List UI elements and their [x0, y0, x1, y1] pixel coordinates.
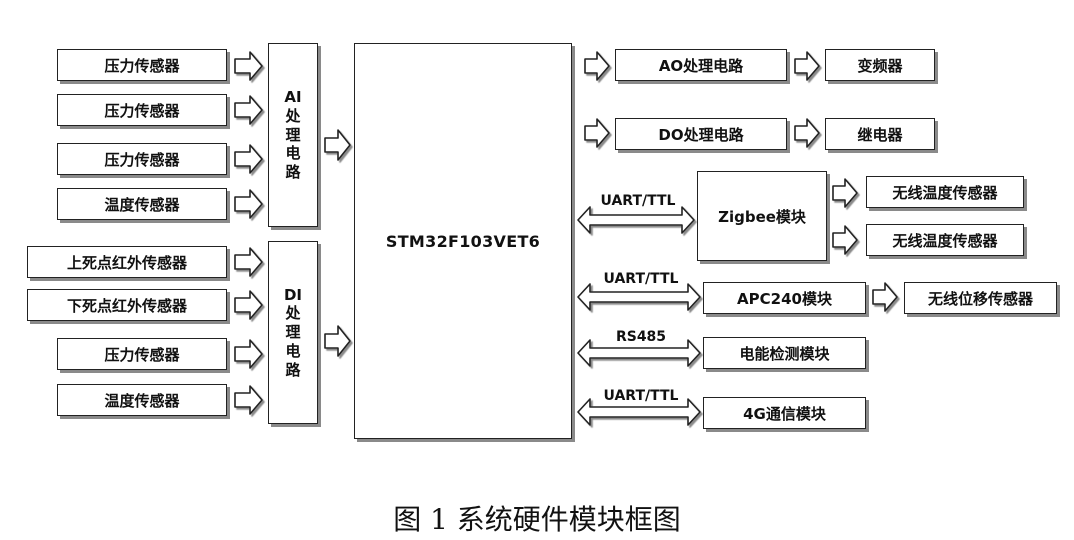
arrow-do-to-relay	[794, 118, 820, 148]
ai-sensor-box: 压力传感器	[57, 49, 227, 81]
arrow-ai-3	[234, 144, 263, 174]
arrow-ai-1	[234, 51, 263, 81]
ai-module-line: AI	[284, 88, 302, 107]
fourg-module-box: 4G通信模块	[703, 397, 866, 429]
arrow-zigbee-to-sensor-2	[832, 225, 858, 255]
di-module-line: 电	[285, 341, 301, 360]
inverter-box: 变频器	[825, 49, 935, 81]
zigbee-module-label: Zigbee模块	[718, 207, 806, 226]
zigbee-bus-label: UART/TTL	[600, 193, 676, 209]
wireless-temp-sensor-box: 无线温度传感器	[866, 224, 1024, 256]
bus-arrow-rs485	[577, 339, 701, 367]
ao-circuit-label: AO处理电路	[658, 56, 744, 75]
arrow-di-4	[234, 385, 263, 415]
energy-monitor-label: 电能检测模块	[739, 344, 830, 363]
apc240-module-label: APC240模块	[737, 289, 832, 308]
ai-module-line: 理	[285, 125, 301, 144]
bus-arrow-4g	[577, 398, 701, 426]
ai-sensor-box: 压力传感器	[57, 94, 227, 126]
figure-caption: 图 1 系统硬件模块框图	[393, 503, 681, 536]
wireless-displacement-sensor-label: 无线位移传感器	[927, 289, 1033, 308]
sensor-label: 压力传感器	[104, 101, 180, 120]
di-module-line: 理	[285, 323, 301, 342]
fourg-bus-label: UART/TTL	[603, 388, 679, 404]
arrow-di-2	[234, 290, 263, 320]
sensor-label: 压力传感器	[104, 345, 180, 364]
arrow-ao-to-inverter	[794, 51, 820, 81]
inverter-label: 变频器	[857, 56, 903, 75]
ai-module-line: 路	[285, 163, 301, 182]
do-circuit-box: DO处理电路	[615, 118, 787, 150]
ai-module-line: 处	[285, 106, 301, 125]
arrow-di-1	[234, 247, 263, 277]
zigbee-module-box: Zigbee模块	[697, 171, 827, 261]
apc-bus-label: UART/TTL	[603, 271, 679, 287]
di-module-line: DI	[283, 285, 303, 304]
di-sensor-box: 下死点红外传感器	[27, 289, 227, 321]
mcu-label: STM32F103VET6	[385, 231, 541, 251]
arrow-ai-4	[234, 189, 263, 219]
arrow-apc-to-sensor	[872, 282, 898, 312]
ai-sensor-box: 压力传感器	[57, 143, 227, 175]
di-processing-module: DI 处 理 电 路	[268, 241, 318, 424]
sensor-label: 温度传感器	[104, 195, 180, 214]
do-circuit-label: DO处理电路	[658, 125, 744, 144]
ai-processing-module: AI 处 理 电 路	[268, 43, 318, 227]
relay-label: 继电器	[857, 125, 903, 144]
arrow-ai-to-mcu	[324, 129, 351, 161]
apc240-module-box: APC240模块	[703, 282, 866, 314]
arrow-zigbee-to-sensor-1	[832, 178, 858, 208]
sensor-label: 压力传感器	[104, 56, 180, 75]
wireless-temp-sensor-label: 无线温度传感器	[892, 231, 998, 250]
ai-module-line: 电	[285, 144, 301, 163]
wireless-temp-sensor-label: 无线温度传感器	[892, 183, 998, 202]
wireless-displacement-sensor-box: 无线位移传感器	[904, 282, 1057, 314]
energy-monitor-box: 电能检测模块	[703, 337, 866, 369]
ao-circuit-box: AO处理电路	[615, 49, 787, 81]
mcu-block: STM32F103VET6	[354, 43, 572, 439]
sensor-label: 压力传感器	[104, 150, 180, 169]
fourg-module-label: 4G通信模块	[743, 404, 826, 423]
sensor-label: 上死点红外传感器	[66, 253, 187, 272]
ai-sensor-box: 温度传感器	[57, 188, 227, 220]
di-sensor-box: 上死点红外传感器	[27, 246, 227, 278]
di-module-line: 处	[285, 304, 301, 323]
arrow-ai-2	[234, 95, 263, 125]
di-sensor-box: 温度传感器	[57, 384, 227, 416]
rs485-bus-label: RS485	[615, 329, 667, 345]
arrow-mcu-to-ao	[584, 51, 610, 81]
arrow-di-to-mcu	[324, 325, 351, 357]
di-sensor-box: 压力传感器	[57, 338, 227, 370]
arrow-di-3	[234, 339, 263, 369]
bus-arrow-apc	[577, 283, 701, 311]
bus-arrow-zigbee	[577, 206, 695, 234]
relay-box: 继电器	[825, 118, 935, 150]
sensor-label: 温度传感器	[104, 391, 180, 410]
wireless-temp-sensor-box: 无线温度传感器	[866, 176, 1024, 208]
sensor-label: 下死点红外传感器	[66, 296, 187, 315]
di-module-line: 路	[285, 360, 301, 379]
arrow-mcu-to-do	[584, 118, 610, 148]
